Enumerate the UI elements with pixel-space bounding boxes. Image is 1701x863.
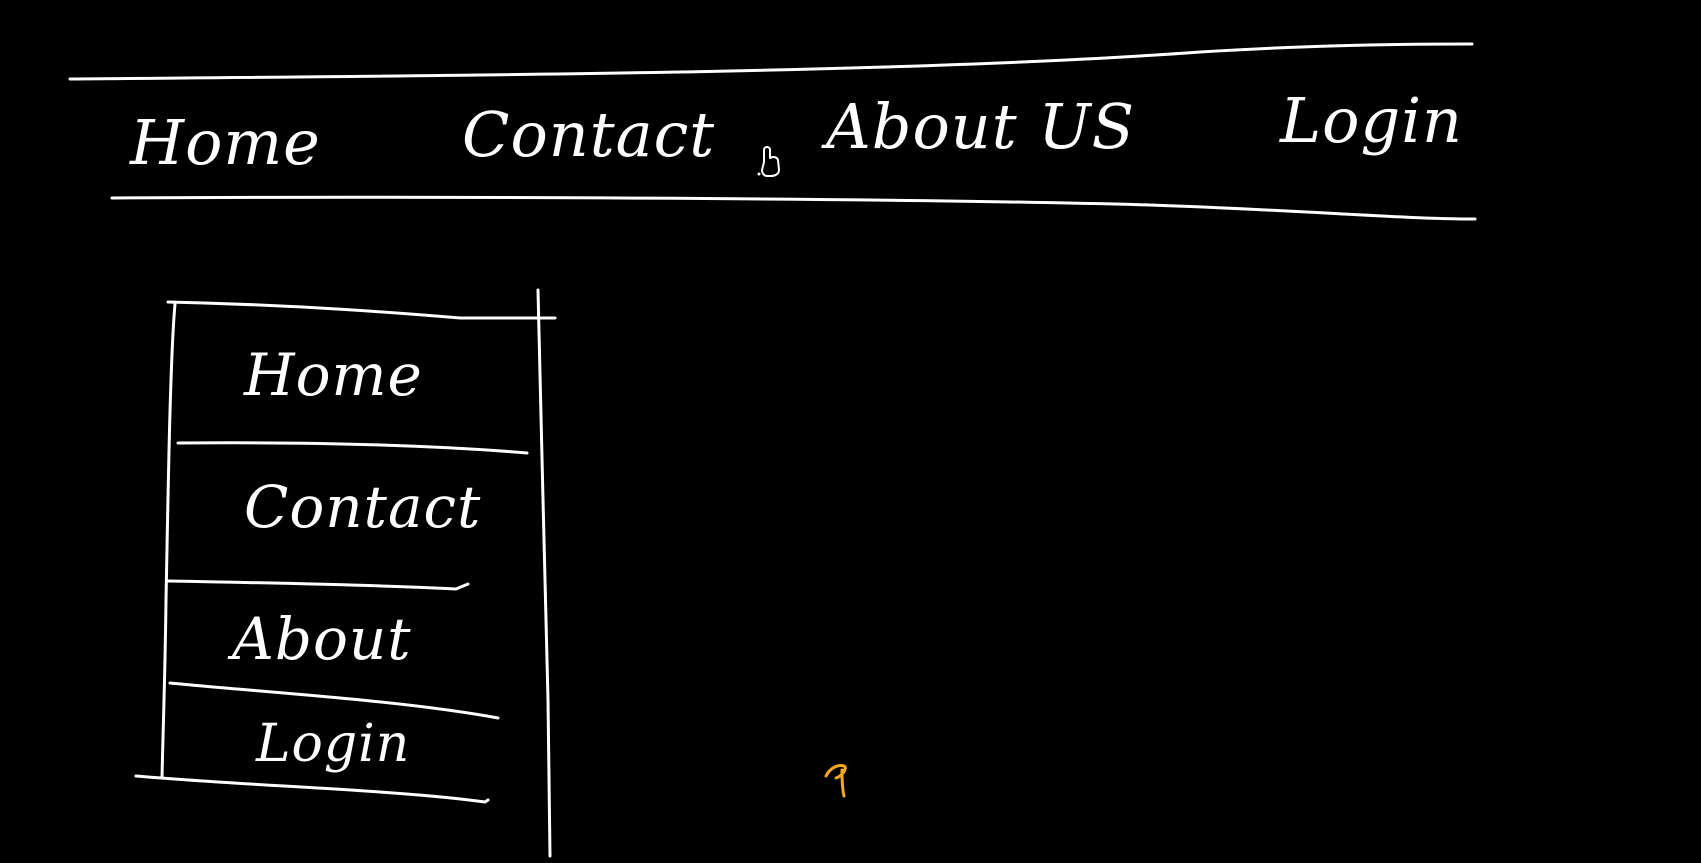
sidebar-left-line bbox=[160, 302, 177, 780]
sidebar-bottom-line bbox=[134, 774, 490, 804]
nav-item-contact[interactable]: Contact bbox=[462, 98, 716, 171]
sidebar-item-about[interactable]: About bbox=[232, 605, 412, 673]
sidebar-divider-3 bbox=[168, 681, 500, 720]
sidebar-item-contact[interactable]: Contact bbox=[244, 473, 482, 541]
hand-pointer-icon bbox=[757, 146, 780, 177]
nav-item-home[interactable]: Home bbox=[130, 106, 321, 179]
pen-mark-icon bbox=[824, 764, 847, 798]
sidebar-divider-2 bbox=[166, 579, 470, 591]
nav-item-about-us[interactable]: About US bbox=[826, 90, 1136, 163]
sidebar-right-line bbox=[536, 288, 552, 858]
sidebar-item-home[interactable]: Home bbox=[244, 341, 423, 409]
sidebar-top-line bbox=[166, 300, 557, 320]
navbar-top-line bbox=[68, 42, 1474, 81]
nav-item-login[interactable]: Login bbox=[1280, 84, 1463, 157]
sidebar-item-login[interactable]: Login bbox=[256, 714, 411, 774]
sidebar-divider-1 bbox=[176, 441, 529, 455]
navbar-bottom-line bbox=[110, 195, 1477, 221]
